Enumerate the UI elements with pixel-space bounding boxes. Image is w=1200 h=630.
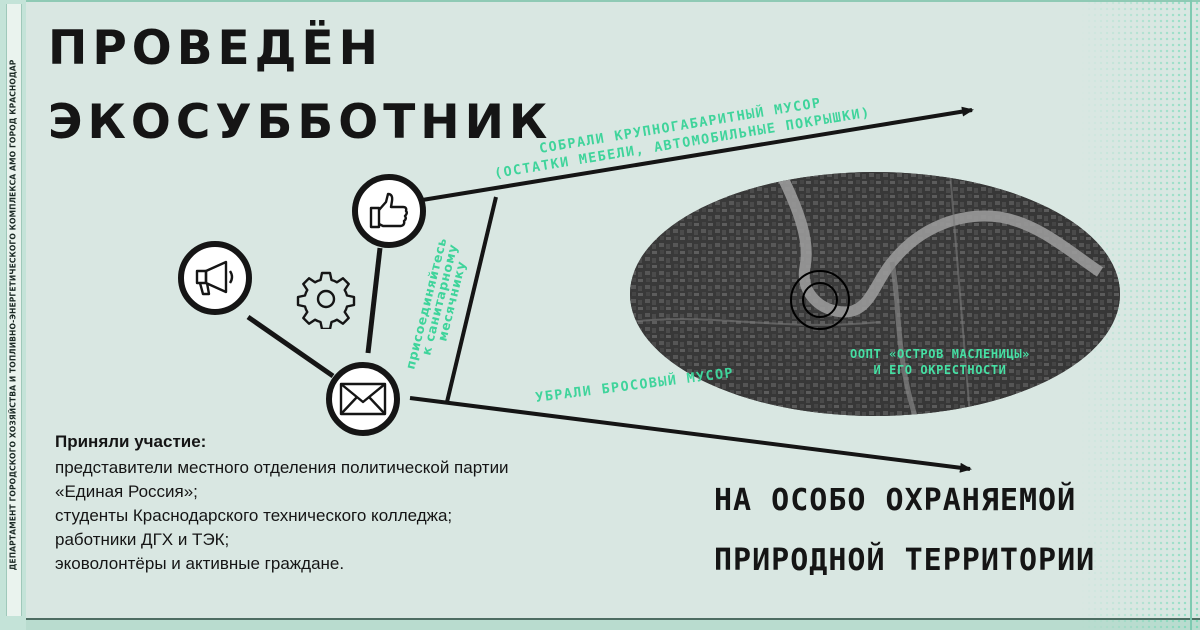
participant-item: «Единая Россия»; xyxy=(55,482,198,502)
side-strip: ДЕПАРТАМЕНТ ГОРОДСКОГО ХОЗЯЙСТВА И ТОПЛИ… xyxy=(0,0,26,630)
participant-item: эковолонтёры и активные граждане. xyxy=(55,554,345,574)
map-label-line-1: ООПТ «ОСТРОВ МАСЛЕНИЦЫ» xyxy=(850,347,1030,361)
right-border xyxy=(1190,0,1192,630)
side-strip-bar xyxy=(6,4,22,616)
arrow-bottom xyxy=(409,396,972,473)
bottom-title-line-2: ПРИРОДНОЙ ТЕРРИТОРИИ xyxy=(714,543,1096,578)
participants-heading: Приняли участие: xyxy=(55,432,207,451)
bottom-title-line-1: НА ОСОБО ОХРАНЯЕМОЙ xyxy=(714,483,1077,518)
gear-icon xyxy=(296,269,356,331)
river xyxy=(775,172,1104,318)
page-title-line-1: ПРОВЕДЁН xyxy=(48,21,383,76)
participants-block: Приняли участие: представители местного … xyxy=(55,432,575,576)
page-title-line-2: ЭКОСУББОТНИК xyxy=(48,95,553,150)
megaphone-icon xyxy=(195,260,234,296)
arrow-bottom-label: УБРАЛИ БРОСОВЫЙ МУСОР xyxy=(534,364,735,406)
thumbs-up-icon xyxy=(369,192,408,229)
megaphone-circle xyxy=(178,241,252,315)
arrow-top xyxy=(409,106,974,204)
thumbs-up-circle xyxy=(352,174,426,248)
participant-item: представители местного отделения политич… xyxy=(55,458,509,478)
top-border xyxy=(26,0,1200,2)
satellite-map xyxy=(630,172,1120,416)
map-texture xyxy=(630,172,1120,416)
target-circle-inner xyxy=(802,282,838,318)
participant-item: работники ДГХ и ТЭК; xyxy=(55,530,230,550)
participant-item: студенты Краснодарского технического кол… xyxy=(55,506,453,526)
envelope-icon xyxy=(339,382,387,416)
target-circle xyxy=(790,270,850,330)
bottom-border xyxy=(26,618,1200,630)
envelope-circle xyxy=(326,362,400,436)
map-label-line-2: И ЕГО ОКРЕСТНОСТИ xyxy=(873,363,1006,377)
